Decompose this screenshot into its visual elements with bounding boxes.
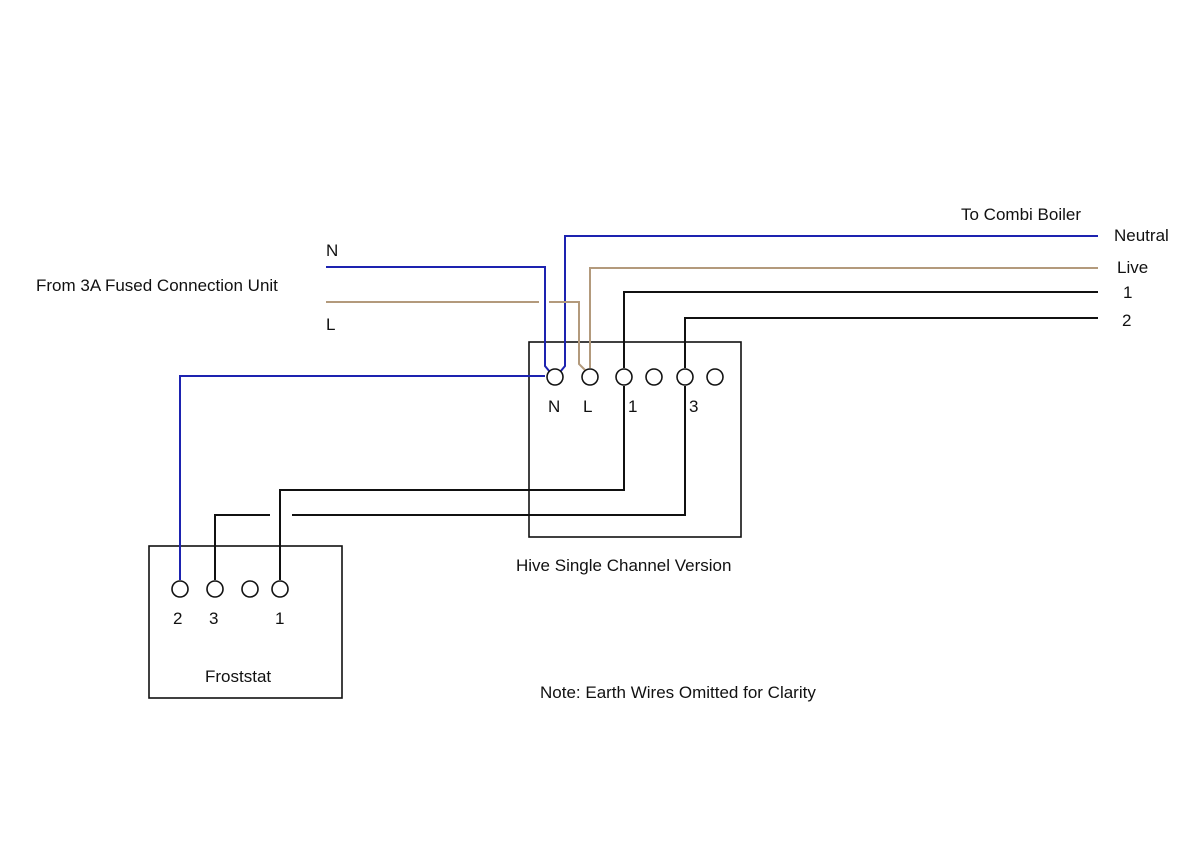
hive-terminal-label: 3: [689, 397, 698, 416]
hive-terminal-label: 1: [628, 397, 637, 416]
supply-neutral-wire: [326, 266, 556, 379]
hive3-to-froststat3-wire-a: [292, 386, 686, 516]
froststat-box: [148, 545, 343, 699]
hive-terminal-label: L: [583, 397, 592, 416]
boiler-live-wire: [589, 267, 1098, 368]
boiler-1-label: 1: [1123, 283, 1132, 302]
boiler-2-label: 2: [1122, 311, 1131, 330]
hive3-to-froststat3-wire-b: [214, 514, 270, 580]
boiler-2-wire: [684, 317, 1098, 368]
froststat-terminal-1: [271, 580, 289, 598]
boiler-live-label: Live: [1117, 258, 1148, 277]
froststat-terminal-blank: [241, 580, 259, 598]
hive-terminal-label: N: [548, 397, 560, 416]
froststat-terminal-label: 2: [173, 609, 182, 628]
hive-terminal-l: [581, 368, 599, 386]
supply-live-wire-b: [549, 301, 590, 375]
hive-terminals: [546, 368, 724, 386]
hive-terminal-1: [615, 368, 633, 386]
froststat-terminal-3: [206, 580, 224, 598]
froststat-caption: Froststat: [205, 667, 271, 686]
hive1-to-froststat1-wire: [279, 386, 625, 580]
hive-receiver-box: [528, 341, 742, 538]
supply-l-label: L: [326, 315, 335, 334]
froststat-terminals: [171, 580, 289, 598]
froststat-neutral-wire: [179, 375, 545, 580]
hive-terminal-blank: [645, 368, 663, 386]
froststat-terminal-2: [171, 580, 189, 598]
note-label: Note: Earth Wires Omitted for Clarity: [540, 683, 816, 702]
hive-terminal-n: [546, 368, 564, 386]
froststat-terminal-label: 1: [275, 609, 284, 628]
supply-n-label: N: [326, 241, 338, 260]
supply-source-label: From 3A Fused Connection Unit: [36, 276, 278, 295]
boiler-neutral-label: Neutral: [1114, 226, 1169, 245]
hive-caption: Hive Single Channel Version: [516, 556, 731, 575]
boiler-1-wire: [623, 291, 1098, 368]
hive-terminal-blank: [706, 368, 724, 386]
hive-terminal-3: [676, 368, 694, 386]
boiler-title-label: To Combi Boiler: [961, 205, 1081, 224]
boiler-neutral-wire: [554, 235, 1098, 379]
froststat-terminal-label: 3: [209, 609, 218, 628]
